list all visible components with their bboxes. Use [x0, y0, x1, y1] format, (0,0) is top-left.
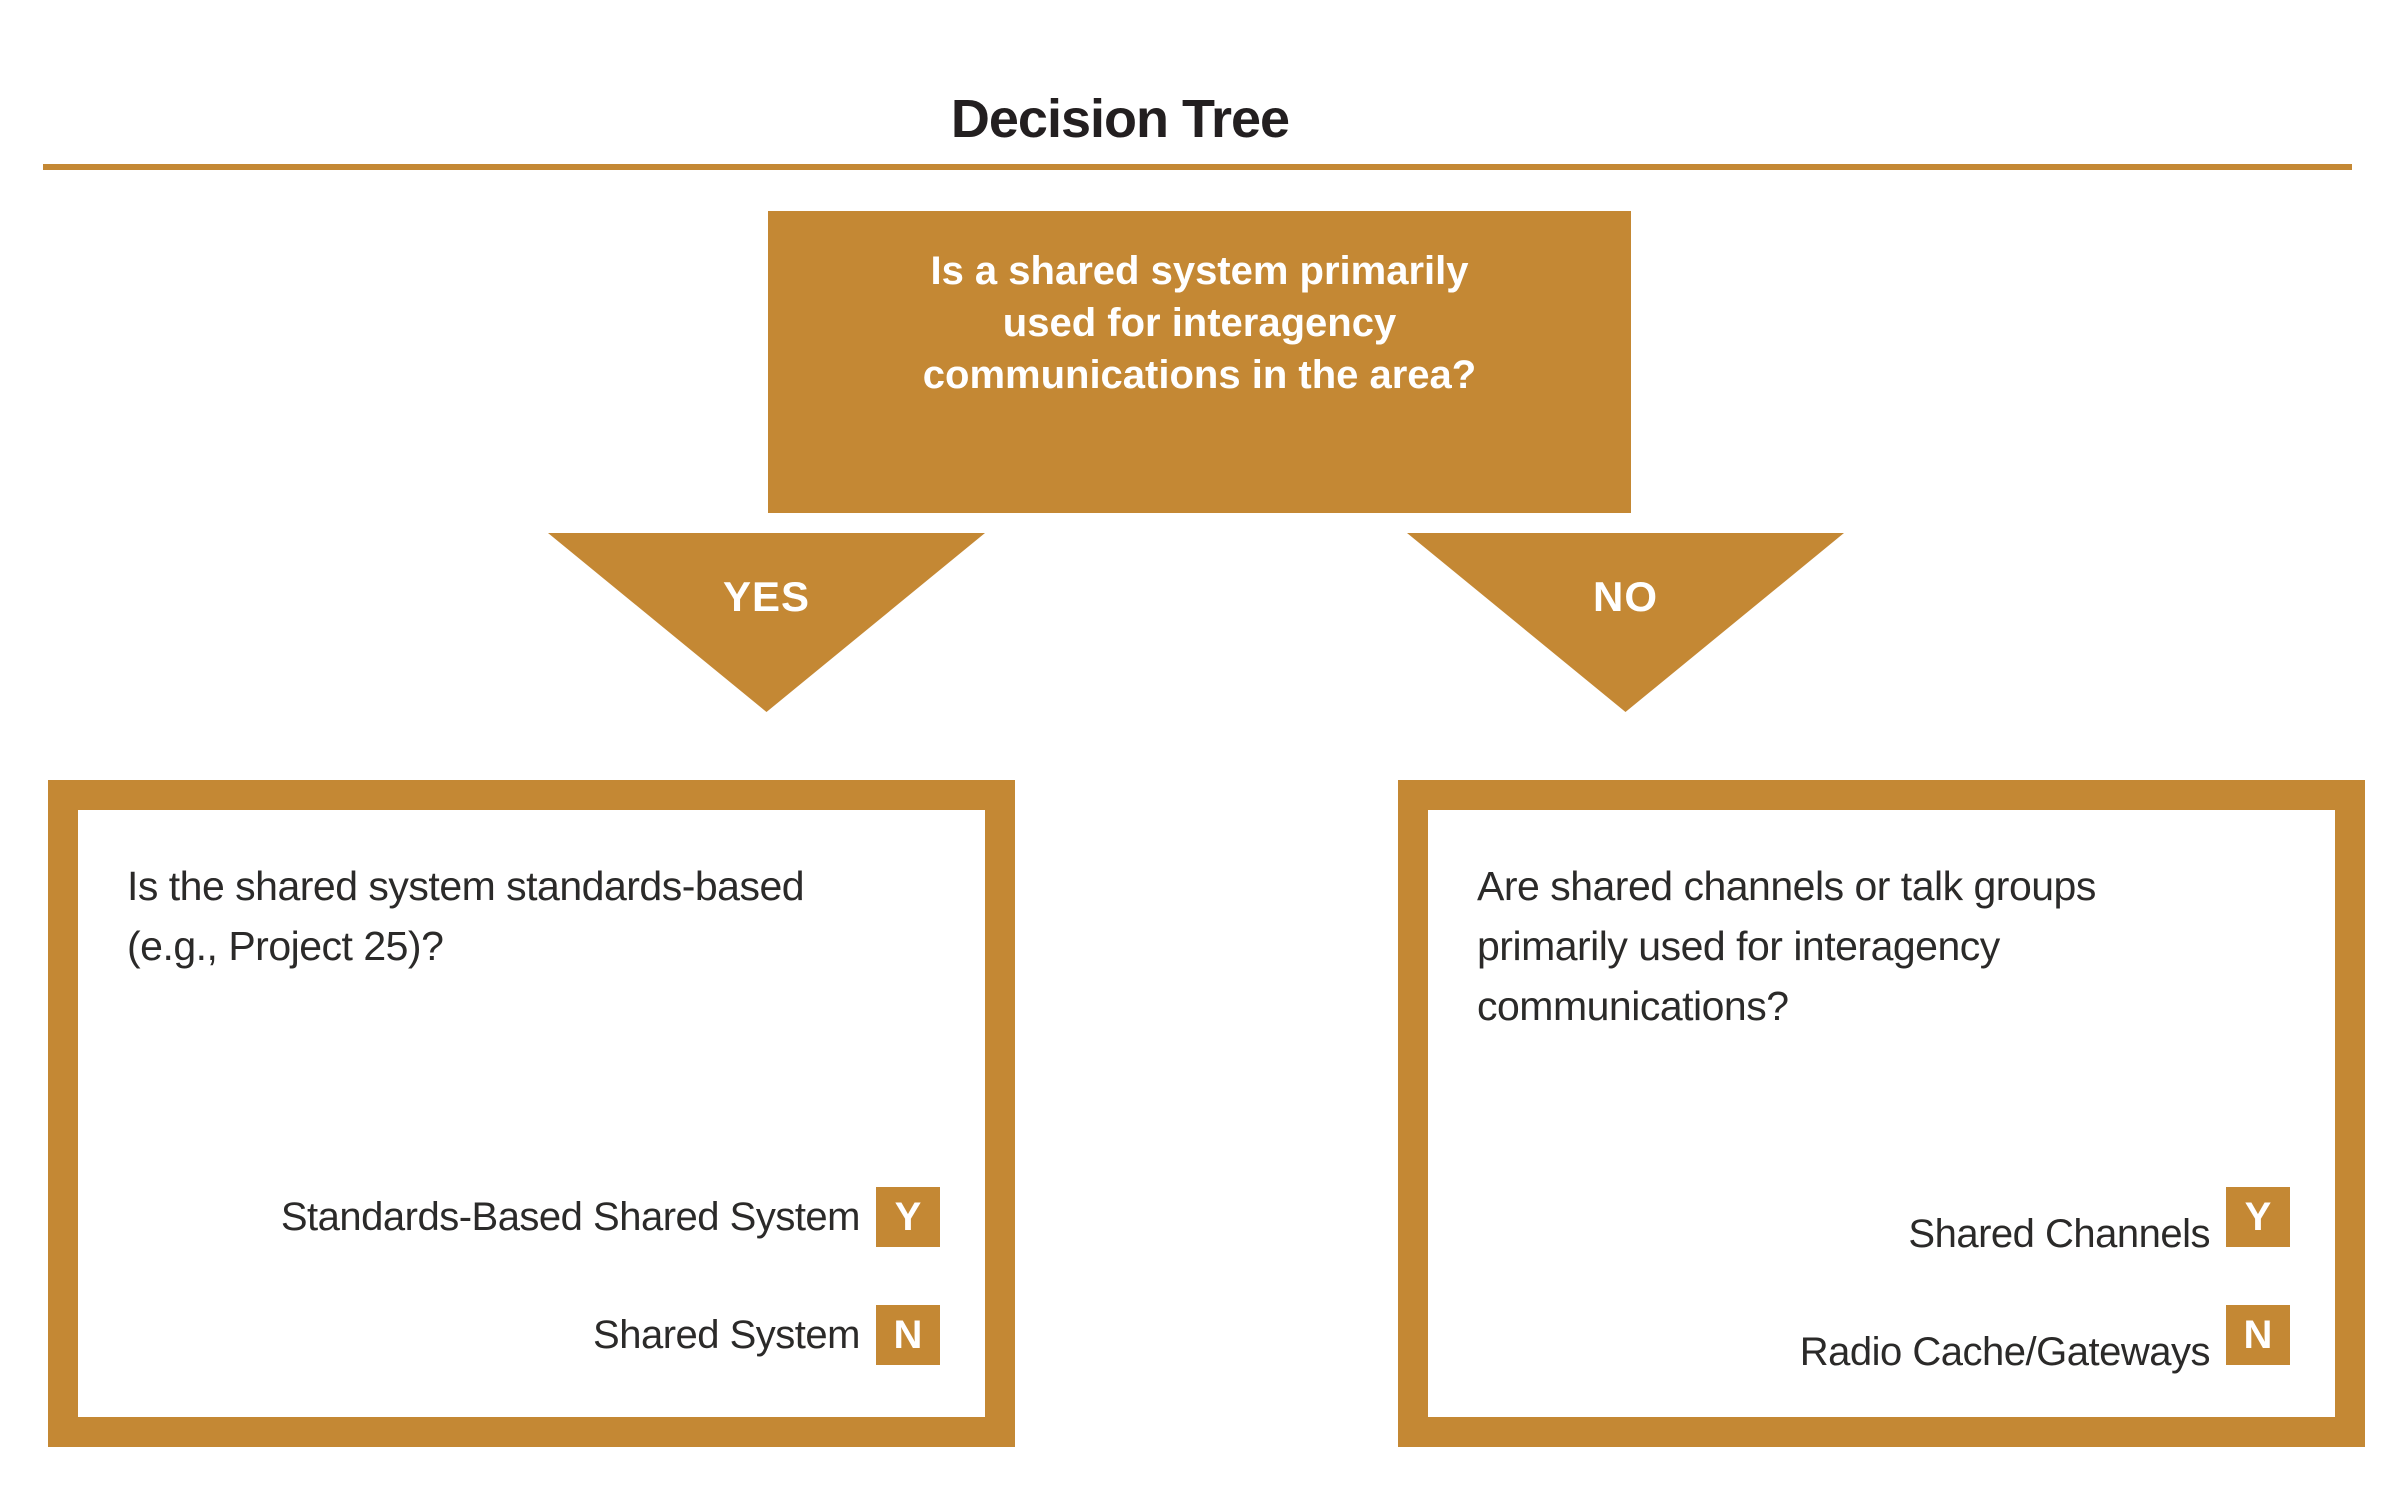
no-branch-label: NO	[1593, 573, 1658, 620]
no-outcome-answers: Shared Channels Y Radio Cache/Gateways N	[1477, 1187, 2290, 1374]
yes-branch-arrow-icon: YES	[548, 533, 985, 712]
yes-outcome-answers: Standards-Based Shared System Y Shared S…	[127, 1187, 940, 1365]
no-outcome-box: Are shared channels or talk groups prima…	[1398, 780, 2365, 1447]
answer-label: Radio Cache/Gateways	[1799, 1329, 2211, 1374]
yes-badge: Y	[2226, 1187, 2290, 1247]
answer-row: Standards-Based Shared System Y	[281, 1187, 940, 1247]
yes-outcome-box: Is the shared system standards-based (e.…	[48, 780, 1015, 1447]
page-title: Decision Tree	[950, 89, 1290, 149]
no-branch-arrow-icon: NO	[1407, 533, 1844, 712]
no-outcome-question: Are shared channels or talk groups prima…	[1477, 863, 2096, 1029]
answer-label: Standards-Based Shared System	[280, 1194, 861, 1239]
no-badge: N	[2226, 1305, 2290, 1365]
root-question-text: Is a shared system primarily used for in…	[922, 249, 1477, 397]
answer-row: Shared Channels Y	[1908, 1187, 2290, 1256]
yes-branch-label: YES	[722, 573, 811, 620]
answer-label: Shared System	[593, 1312, 860, 1357]
title-divider-rule	[43, 164, 2352, 170]
yes-badge: Y	[876, 1187, 940, 1247]
no-badge: N	[876, 1305, 940, 1365]
root-question-box: Is a shared system primarily used for in…	[768, 211, 1631, 513]
answer-row: Shared System N	[593, 1305, 940, 1365]
yes-outcome-question: Is the shared system standards-based (e.…	[127, 863, 805, 969]
answer-row: Radio Cache/Gateways N	[1800, 1305, 2290, 1374]
answer-label: Shared Channels	[1908, 1211, 2210, 1256]
